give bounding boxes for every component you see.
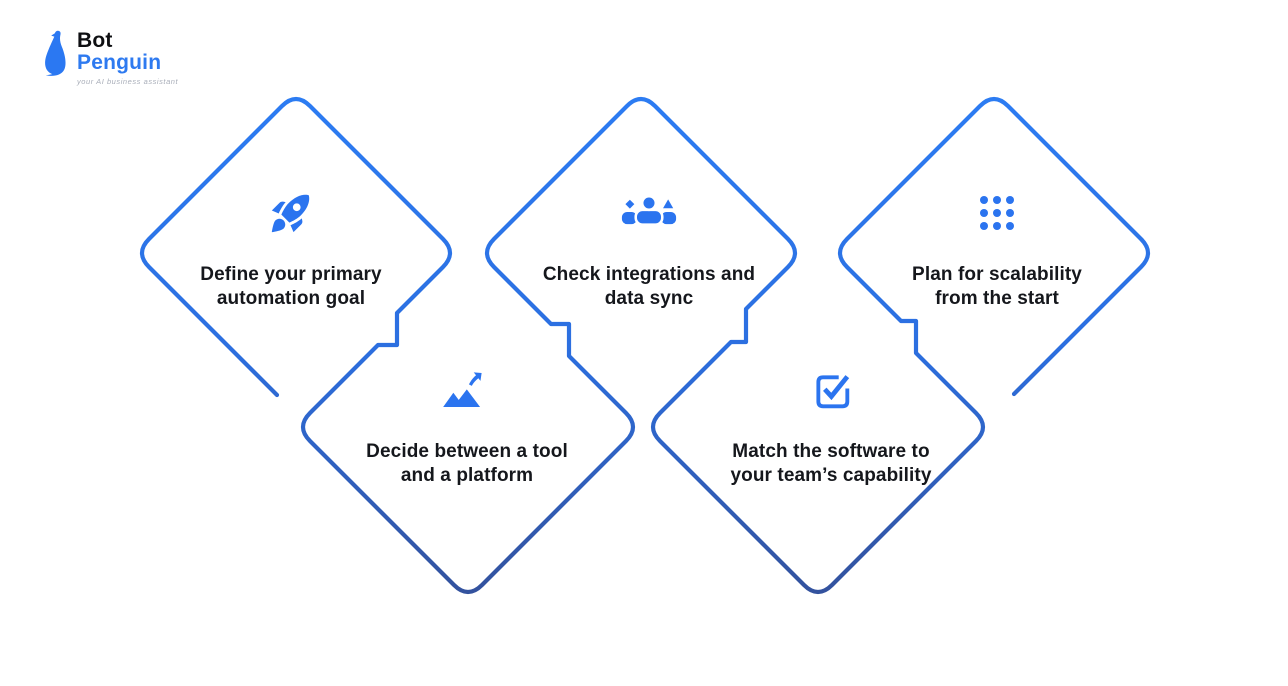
card-caption-line: and a platform [400, 464, 534, 486]
card-caption-line: automation goal [216, 287, 366, 309]
penguin-icon [45, 30, 66, 76]
checkbox-check-icon [809, 363, 853, 417]
card-caption-line: Plan for scalability [912, 264, 1082, 285]
card-caption-line: your team’s capability [730, 464, 932, 486]
connector-serpentine-path [139, 96, 1151, 595]
card-check-integrations: Check integrations and data sync [505, 186, 793, 310]
card-decide-tool-platform: Decide between a tool and a platform [323, 363, 611, 487]
logo-word-penguin: Penguin [77, 51, 162, 74]
card-caption-line: Check integrations and [542, 264, 756, 285]
logo-word-bot: Bot [77, 29, 113, 52]
groups-icon [621, 186, 677, 240]
card-caption-line: data sync [604, 287, 694, 309]
card-caption-line: Define your primary [200, 264, 382, 285]
card-caption-line: Match the software to [732, 441, 930, 462]
mountain-rise-icon [442, 363, 492, 417]
card-match-software: Match the software to your team’s capabi… [687, 363, 975, 487]
card-caption-line: Decide between a tool [366, 441, 568, 462]
card-caption-line: from the start [935, 287, 1059, 309]
logo-tagline: your AI business assistant [77, 77, 179, 86]
rocket-icon [268, 186, 314, 240]
card-define-goal: Define your primary automation goal [147, 186, 435, 310]
botpenguin-logo: Bot Penguin your AI business assistant [40, 30, 178, 87]
card-plan-scalability: Plan for scalability from the start [853, 186, 1141, 310]
dots-grid-icon [976, 186, 1018, 240]
